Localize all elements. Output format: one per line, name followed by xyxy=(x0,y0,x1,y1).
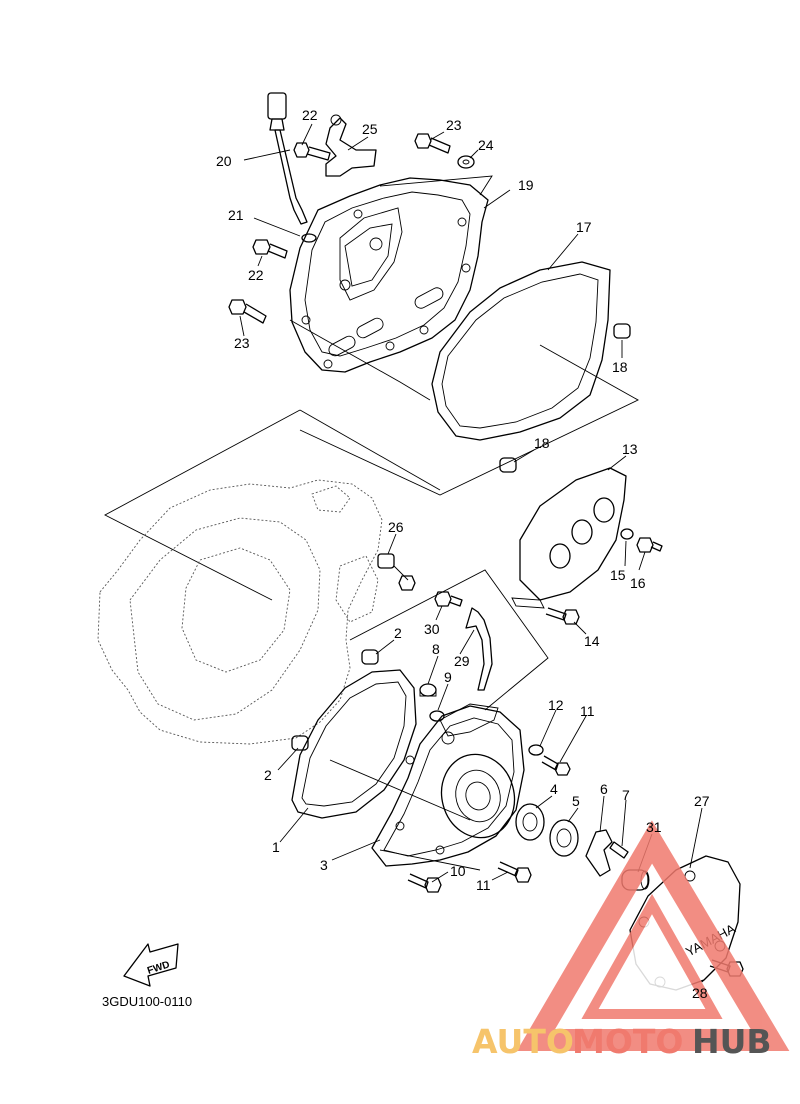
washer-24 xyxy=(457,155,475,169)
callout-5: 5 xyxy=(572,793,580,809)
crankcase-cover-3 xyxy=(371,703,525,867)
gasket-17 xyxy=(431,261,611,441)
washer-15 xyxy=(620,528,634,540)
fwd-arrow-icon: FWD xyxy=(123,943,179,987)
washer-12 xyxy=(528,744,544,756)
callout-26: 26 xyxy=(388,519,404,535)
callout-18: 18 xyxy=(612,359,628,375)
bolt-23-left xyxy=(228,299,267,324)
callout-27: 27 xyxy=(694,793,710,809)
callout-29: 29 xyxy=(454,653,470,669)
callout-20: 20 xyxy=(216,153,232,169)
callout-19: 19 xyxy=(518,177,534,193)
plug-8 xyxy=(419,683,437,697)
gasket-1 xyxy=(291,669,417,819)
callout-22-left: 22 xyxy=(248,267,264,283)
bolt-10 xyxy=(407,873,442,893)
callout-7: 7 xyxy=(622,787,630,803)
callout-18-lower: 18 xyxy=(534,435,550,451)
callout-10: 10 xyxy=(450,863,466,879)
diagram-code: 3GDU100-0110 xyxy=(102,994,192,1009)
bolt-14 xyxy=(545,607,580,625)
screw-7 xyxy=(609,841,629,859)
callout-1: 1 xyxy=(272,839,280,855)
oil-dipstick-20 xyxy=(267,92,308,225)
bolt-11-lower xyxy=(497,861,532,883)
callout-23-left: 23 xyxy=(234,335,250,351)
watermark-moto: MOTO xyxy=(572,1022,683,1061)
sprocket-cover-13 xyxy=(511,467,627,609)
bracket-25 xyxy=(325,114,377,177)
callout-6: 6 xyxy=(600,781,608,797)
collar-26 xyxy=(377,553,416,591)
callout-31: 31 xyxy=(646,819,662,835)
seal-5 xyxy=(549,819,579,857)
seal-4 xyxy=(515,803,545,841)
callout-30: 30 xyxy=(424,621,440,637)
callout-4: 4 xyxy=(550,781,558,797)
o-ring-21 xyxy=(301,233,317,243)
callout-9: 9 xyxy=(444,669,452,685)
dowel-2-lower xyxy=(291,735,309,751)
callout-8: 8 xyxy=(432,641,440,657)
callout-17: 17 xyxy=(576,219,592,235)
clutch-cover-19 xyxy=(289,177,489,373)
bolt-23-top xyxy=(414,133,451,154)
leader-lines xyxy=(239,123,717,983)
fwd-label: FWD xyxy=(146,959,171,977)
bolt-30 xyxy=(434,591,463,607)
callout-14: 14 xyxy=(584,633,600,649)
guide-29 xyxy=(465,607,493,691)
watermark-hub: HUB xyxy=(692,1022,772,1061)
callout-21: 21 xyxy=(228,207,244,223)
watermark-auto: AUTO xyxy=(472,1022,574,1061)
callout-13: 13 xyxy=(622,441,638,457)
dowel-18-lower xyxy=(499,457,517,473)
bolt-16 xyxy=(636,537,663,553)
callout-15: 15 xyxy=(610,567,626,583)
bolt-11-upper xyxy=(541,755,571,776)
callout-3: 3 xyxy=(320,857,328,873)
callout-23: 23 xyxy=(446,117,462,133)
bolt-22-left xyxy=(252,239,288,259)
callout-12: 12 xyxy=(548,697,564,713)
dowel-18-right xyxy=(613,323,631,339)
callout-28: 28 xyxy=(692,985,708,1001)
callout-labels: 20 22 25 23 24 19 21 22 17 23 18 18 13 2… xyxy=(216,107,710,1001)
crankcase-outline xyxy=(97,479,383,745)
watermark-logo xyxy=(516,820,790,1051)
dowel-2-upper xyxy=(361,649,379,665)
bolt-22-top xyxy=(293,142,331,161)
watermark-text: AUTO MOTO HUB xyxy=(472,1022,772,1061)
callout-24: 24 xyxy=(478,137,494,153)
callout-25: 25 xyxy=(362,121,378,137)
callout-2: 2 xyxy=(394,625,402,641)
callout-11: 11 xyxy=(580,703,595,719)
callout-16: 16 xyxy=(630,575,646,591)
callout-11-lower: 11 xyxy=(476,877,491,893)
callout-2-lower: 2 xyxy=(264,767,272,783)
plate-6 xyxy=(585,829,613,877)
callout-22: 22 xyxy=(302,107,318,123)
o-ring-9 xyxy=(429,710,445,722)
